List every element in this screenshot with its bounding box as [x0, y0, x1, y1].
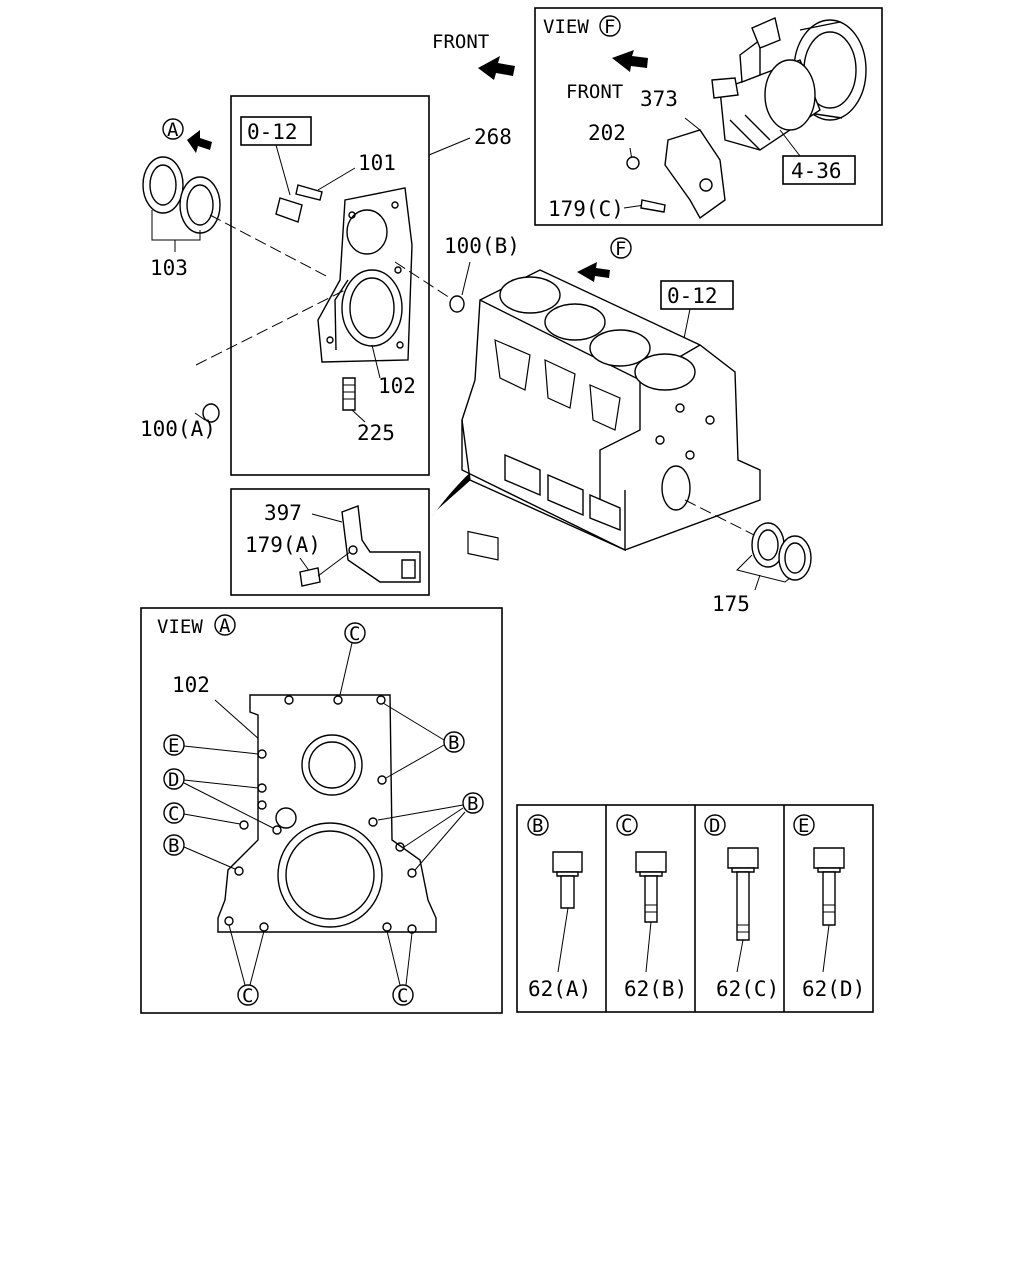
callout-a-letter: A [167, 119, 179, 141]
arrow-a-icon [187, 130, 212, 153]
bolt-column-d: D 62(C) [704, 814, 779, 1001]
callout-f-block: F [615, 238, 626, 260]
part-62c: 62(C) [716, 977, 779, 1001]
col-b-letter: B [532, 815, 543, 837]
callout-c-bottom-left: C [242, 985, 253, 1007]
ref-0-12-left: 0-12 [247, 120, 298, 144]
part-202: 202 [588, 121, 626, 145]
engine-block-drawing: F 0-12 [430, 237, 761, 561]
callout-b-right: B [448, 732, 459, 754]
o-ring-100a: 100(A) [140, 289, 346, 441]
nut-202 [626, 156, 640, 170]
col-e-letter: E [798, 815, 809, 837]
fuel-pump-drawing [626, 17, 867, 220]
bracket-panel: 397 179(A) [230, 488, 430, 596]
part-397: 397 [264, 501, 302, 525]
front-arrow-top: FRONT [432, 31, 515, 80]
callout-e: E [168, 735, 179, 757]
callout-c-left: C [168, 803, 179, 825]
view-f-panel: VIEW F FRONT 373 202 179(C) 4-36 [534, 7, 883, 226]
bolt-table: B 62(A) C 62(B) D 62(C) [516, 804, 874, 1013]
part-373: 373 [640, 87, 678, 111]
callout-c-bottom-right: C [397, 985, 408, 1007]
col-c-letter: C [621, 815, 632, 837]
view-a-indicator: A [162, 118, 212, 153]
view-a-panel: VIEW A 102 [140, 607, 503, 1014]
part-62a: 62(A) [528, 977, 591, 1001]
callout-a-view: A [219, 615, 231, 637]
ref-0-12-block: 0-12 [667, 284, 718, 308]
front-arrow-view-f-icon [612, 50, 648, 72]
callout-d: D [168, 769, 179, 791]
seal-103-group: 103 [142, 156, 331, 280]
timing-case-panel: 0-12 268 101 102 225 [230, 95, 512, 476]
front-label-view-f: FRONT [566, 81, 623, 103]
view-a-callouts: C B B E D C B C [163, 622, 484, 1007]
bolt-column-c: C 62(B) [616, 814, 687, 1001]
callout-f-circle [599, 15, 621, 37]
part-102: 102 [378, 374, 416, 398]
part-62d: 62(D) [802, 977, 865, 1001]
callout-b-right-low: B [467, 793, 478, 815]
part-102-view: 102 [172, 673, 210, 697]
arrow-f-icon [577, 262, 610, 282]
callout-b-left: B [168, 835, 179, 857]
col-d-letter: D [709, 815, 720, 837]
o-ring-100b: 100(B) [394, 234, 520, 313]
part-175: 175 [712, 592, 750, 616]
callout-c-top: C [349, 623, 360, 645]
part-100b: 100(B) [444, 234, 520, 258]
view-f-title: VIEW [543, 16, 589, 38]
part-100a: 100(A) [140, 417, 216, 441]
callout-f-letter: F [604, 16, 615, 38]
view-a-title: VIEW [157, 616, 203, 638]
front-label-top: FRONT [432, 31, 489, 53]
part-179a: 179(A) [245, 533, 321, 557]
part-179c: 179(C) [548, 197, 624, 221]
part-101: 101 [358, 151, 396, 175]
part-103: 103 [150, 256, 188, 280]
ref-4-36: 4-36 [791, 159, 842, 183]
front-arrow-icon [478, 56, 515, 80]
part-225: 225 [357, 421, 395, 445]
part-62b: 62(B) [624, 977, 687, 1001]
seal-175-group: 175 [712, 522, 812, 616]
bolt-column-e: E 62(D) [793, 814, 865, 1001]
timing-cover-drawing [317, 187, 413, 363]
part-268: 268 [474, 125, 512, 149]
bolt-column-b: B 62(A) [527, 814, 591, 1001]
